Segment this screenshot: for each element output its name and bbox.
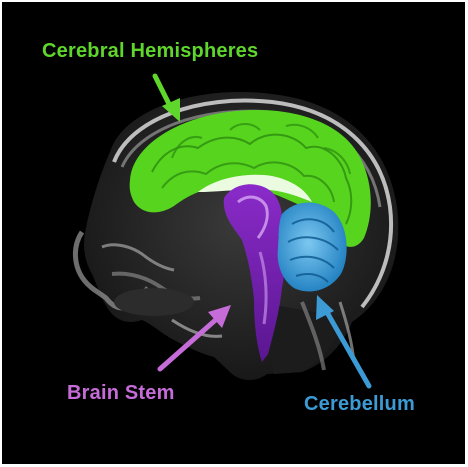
arrow-up-right-icon	[157, 305, 231, 372]
mri-sagittal-image	[73, 73, 399, 389]
cerebellum-label: Cerebellum	[304, 393, 415, 415]
arrow-up-left-icon	[316, 295, 372, 389]
brain-stem-label: Brain Stem	[67, 382, 175, 404]
arrow-down-right-icon	[152, 73, 180, 122]
brain-stem-region	[223, 184, 285, 362]
mri-panel	[2, 2, 465, 464]
cerebral-hemispheres-label: Cerebral Hemispheres	[42, 40, 259, 62]
cerebellum-region	[277, 202, 347, 292]
